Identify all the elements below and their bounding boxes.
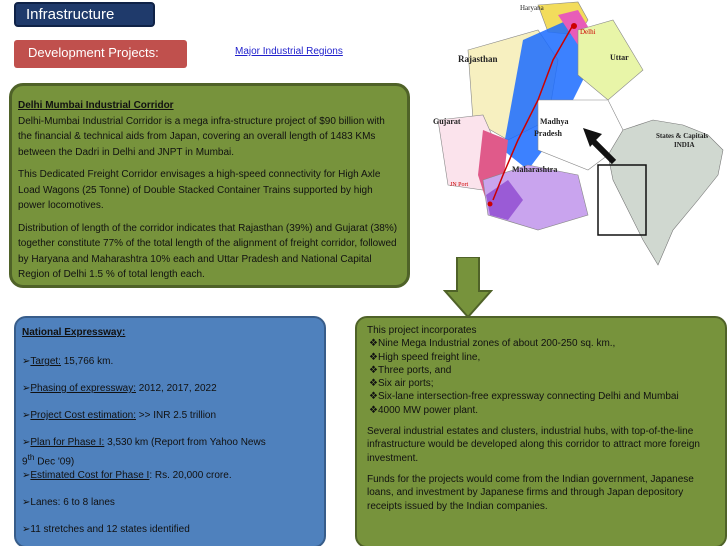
map-delhi-marker [571,23,577,29]
corridor-paragraph-1: Delhi-Mumbai Industrial Corridor is a me… [18,115,385,158]
phasing-value: 2012, 2017, 2022 [136,383,217,394]
expressway-stretches: ➢11 stretches and 12 states identified [22,524,190,536]
project-bullet: ❖4000 MW power plant. [369,404,479,416]
phasing-label: Phasing of expressway: [30,383,137,394]
expressway-cost: ➢Project Cost estimation: >> INR 2.5 tri… [22,410,217,421]
map-label-states-capitals: States & Capitals [656,132,708,140]
plan-date: 9 [22,456,28,468]
project-bullet: ❖Six-lane intersection-free expressway c… [369,391,679,403]
project-bullet: ❖Nine Mega Industrial zones of about 200… [369,338,616,350]
plan-value: 3,530 km (Report from Yahoo News [104,437,266,448]
plan-date-sup: th [27,452,35,462]
map-label-haryana: Haryana [520,4,545,12]
map-label-delhi: Delhi [580,28,596,36]
map-label-madhya-pradesh: Pradesh [534,129,563,138]
project-bullet-text: High speed freight line, [377,351,481,363]
expressway-plan: ➢Plan for Phase I: 3,530 km (Report from… [22,437,266,468]
map-india-mini [607,119,724,266]
est-cost-value: : Rs. 20,000 crore. [149,470,232,482]
corridor-paragraph-3: Distribution of length of the corridor i… [18,222,398,281]
map-maharashtra-corridor [486,180,523,220]
project-bullet: ❖High speed freight line, [369,351,481,363]
project-bullet-text: Nine Mega Industrial zones of about 200-… [377,338,616,350]
expressway-heading: National Expressway: [22,327,126,338]
map-route-line [492,24,574,201]
development-projects-label: Development Projects: [14,40,187,68]
project-bullet-text: Three ports, and [377,364,452,376]
corridor-map-svg: Haryana Delhi Rajasthan Uttar Gujarat Ma… [433,1,724,266]
project-bullet-text: 4000 MW power plant. [377,404,479,416]
corridor-map: Haryana Delhi Rajasthan Uttar Gujarat Ma… [428,0,728,280]
slide-title-text: Infrastructure [26,6,115,23]
map-label-madhya: Madhya [540,117,568,126]
expressway-target: ➢Target: 15,766 km. [22,356,114,367]
est-cost-label: Estimated Cost for Phase I [30,470,150,482]
project-intro: This project incorporates [367,325,477,336]
map-label-jn-port: JN Port [450,182,469,188]
map-inset-arrow-shaft [587,135,617,165]
project-details-box: This project incorporates ❖Nine Mega Ind… [355,316,727,546]
project-paragraph-3: Funds for the projects would come from t… [367,473,694,512]
target-value: 15,766 km. [60,356,114,367]
expressway-lanes: ➢Lanes: 6 to 8 lanes [22,497,115,509]
project-bullet: ❖Six air ports; [369,378,434,390]
plan-date-rest: Dec '09) [34,456,75,468]
project-bullet: ❖Three ports, and [369,364,452,376]
map-up-region [577,19,644,101]
corridor-paragraph-2: This Dedicated Freight Corridor envisage… [18,169,381,211]
map-label-india: INDIA [674,141,695,149]
map-label-uttar: Uttar [610,53,629,62]
corridor-heading: Delhi Mumbai Industrial Corridor [18,100,174,111]
map-label-gujarat: Gujarat [433,117,461,126]
expressway-est-cost: ➢Estimated Cost for Phase I: Rs. 20,000 … [22,470,232,482]
map-port-marker [487,201,493,207]
map-label-maharashtra: Maharashtra [512,165,557,174]
project-paragraph-2: Several industrial estates and clusters,… [367,426,700,464]
major-industrial-regions-link[interactable]: Major Industrial Regions [235,46,343,57]
map-inset-arrow [583,128,614,160]
target-label: Target: [30,356,61,367]
corridor-description-box: Delhi Mumbai Industrial Corridor Delhi-M… [9,83,410,288]
plan-label: Plan for Phase I: [30,437,105,448]
expressway-phasing: ➢Phasing of expressway: 2012, 2017, 2022 [22,383,217,394]
stretches-text: 11 stretches and 12 states identified [30,524,190,536]
development-projects-text: Development Projects: [28,45,159,60]
expressway-box: National Expressway: ➢Target: 15,766 km.… [14,316,326,546]
map-label-rajasthan: Rajasthan [458,54,498,64]
lanes-text: Lanes: 6 to 8 lanes [30,497,115,509]
project-bullet-text: Six-lane intersection-free expressway co… [377,391,679,403]
cost-label: Project Cost estimation: [30,410,136,421]
slide-title: Infrastructure [14,2,155,27]
map-corridor-band [503,20,593,170]
project-bullet-text: Six air ports; [377,378,434,390]
map-inset-box [597,164,647,236]
cost-value: >> INR 2.5 trillion [136,410,217,421]
down-arrow-icon [443,257,493,319]
